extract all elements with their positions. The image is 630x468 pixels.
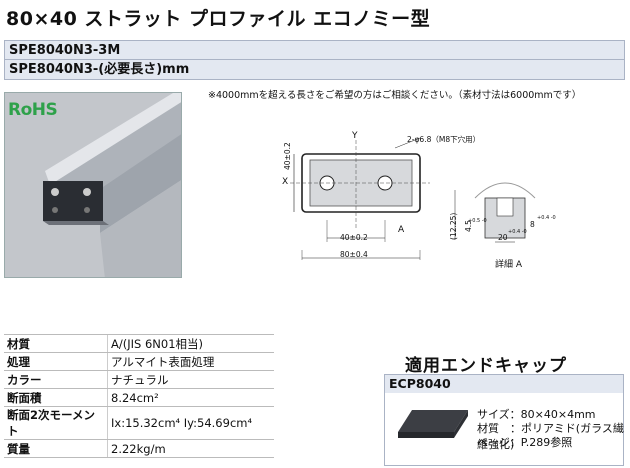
table-row: カラーナチュラル xyxy=(4,370,274,389)
table-row: 処理アルマイト表面処理 xyxy=(4,352,274,371)
cross-section-drawing xyxy=(290,137,430,260)
detail-slot-depth: (12.25) xyxy=(449,212,458,240)
endcap-material: 材質 ：ポリアミド(ガラス繊維強化) xyxy=(477,422,624,451)
endcap-page-ref: ページ：P.289参照 xyxy=(477,436,573,449)
detail-a-title: 詳細 A xyxy=(495,260,523,270)
detail-neck: 20 xyxy=(498,233,508,242)
hole-spec: 2-φ6.8（M8下穴用） xyxy=(407,135,481,144)
x-axis-label: X xyxy=(282,177,289,187)
endcap-heading: 適用エンドキャップ xyxy=(405,356,567,376)
height-dim: 40±0.2 xyxy=(283,142,292,170)
endcap-illustration xyxy=(398,410,468,438)
part-number-fixed: SPE8040N3-3M xyxy=(4,40,625,60)
page-title: 80×40 ストラット プロファイル エコノミー型 xyxy=(6,8,431,30)
endcap-part-number: ECP8040 xyxy=(385,375,623,393)
endcap-size: サイズ：80×40×4mm xyxy=(477,408,596,421)
y-axis-label: Y xyxy=(352,131,358,141)
section-a-label: A xyxy=(398,225,405,235)
width-dim: 80±0.4 xyxy=(340,250,368,259)
product-photo xyxy=(4,92,182,278)
part-number-custom: SPE8040N3-(必要長さ)mm xyxy=(4,60,625,80)
detail-opening-tol: +0.4 -0 xyxy=(537,215,556,221)
endcap-box xyxy=(384,374,624,466)
profile-illustration xyxy=(5,93,181,277)
detail-a-drawing xyxy=(454,182,536,243)
detail-neck-tol: +0.4 -0 xyxy=(508,229,527,235)
length-note: ※4000mmを超える長さをご希望の方はご相談ください。（素材寸法は6000mm… xyxy=(208,90,582,101)
detail-wall-tol: +0.5 -0 xyxy=(468,218,487,224)
detail-opening: 8 xyxy=(530,220,535,229)
pitch-dim: 40±0.2 xyxy=(340,233,368,242)
rohs-logo: RoHS xyxy=(8,100,58,120)
